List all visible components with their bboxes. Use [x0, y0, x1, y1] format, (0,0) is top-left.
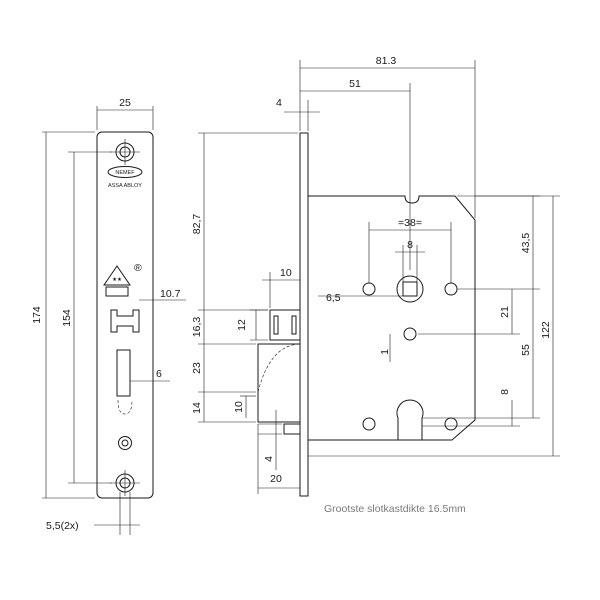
dim-cyl-8: 8	[422, 389, 520, 427]
dim-bolt-10: 10	[233, 395, 256, 418]
svg-text:10: 10	[280, 267, 292, 279]
svg-text:23: 23	[191, 362, 203, 374]
svg-text:21: 21	[499, 306, 511, 318]
svg-text:51: 51	[349, 78, 361, 90]
front-view: NEMEF ASSA ABLOY ★★ ®	[31, 97, 186, 535]
svg-text:12: 12	[236, 319, 248, 331]
svg-text:10: 10	[233, 401, 245, 413]
nemef-logo: NEMEF	[107, 166, 143, 178]
lock-case-outline	[308, 195, 476, 441]
svg-text:25: 25	[119, 97, 131, 109]
bolt-slot	[116, 349, 131, 397]
dim-left-14: 14	[191, 392, 256, 423]
dim-right-21: 21	[418, 288, 540, 335]
dim-width: 25	[96, 97, 154, 130]
dim-right-122: 122	[308, 195, 560, 457]
svg-text:1: 1	[379, 349, 391, 355]
bolt-swing-arc	[257, 343, 301, 393]
dim-side-offset: 10.7	[139, 288, 186, 301]
bolt-hook-outline	[117, 399, 133, 415]
dim-left-23: 23	[191, 344, 256, 393]
dim-spindle-8: 8	[395, 239, 425, 282]
dim-gap-65: 6,5	[318, 292, 403, 304]
dim-latch-10: 10	[262, 267, 300, 308]
dim-top-827: 82,7	[191, 132, 298, 310]
svg-text:16,3: 16,3	[191, 317, 203, 338]
svg-text:8: 8	[407, 239, 413, 251]
dim-bottom-20: 20	[257, 424, 300, 494]
dead-bolt	[257, 343, 301, 423]
dim-latch-12: 12	[236, 309, 268, 341]
bolt-hook	[283, 423, 301, 435]
svg-text:174: 174	[31, 306, 43, 324]
top-screw-hole	[110, 139, 140, 165]
dim-height-total: 174	[31, 131, 95, 499]
cylinder-hole	[396, 399, 424, 441]
middle-screw-hole	[118, 436, 132, 450]
company-label: ASSA ABLOY	[108, 183, 142, 189]
svg-text:5,5(2x): 5,5(2x)	[46, 520, 79, 532]
svg-text:20: 20	[270, 473, 282, 485]
skg-mark-icon: ★★ ®	[103, 262, 142, 297]
svg-text:=38=: =38=	[398, 217, 422, 229]
svg-text:14: 14	[191, 402, 203, 414]
center-hole	[403, 327, 417, 341]
dim-right-435: 43,5	[457, 195, 540, 289]
faceplate-outline	[96, 131, 154, 499]
brand-label: NEMEF	[115, 170, 135, 176]
svg-text:4: 4	[263, 456, 275, 462]
latch-bolt	[269, 309, 301, 341]
dim-spindle-38: =38=	[368, 217, 452, 283]
svg-text:43,5: 43,5	[520, 233, 532, 254]
dim-height-inner: 154	[61, 151, 112, 484]
svg-text:122: 122	[540, 321, 552, 339]
registered-mark: ®	[134, 262, 142, 274]
dim-backset: 51	[300, 78, 411, 270]
dim-faceplate: 4	[276, 97, 320, 131]
svg-text:★★: ★★	[112, 276, 122, 283]
svg-text:154: 154	[61, 309, 73, 327]
left-hole-top	[362, 282, 376, 296]
dim-bottom-holes: 5,5(2x)	[46, 492, 140, 535]
svg-text:6: 6	[156, 368, 162, 380]
side-view: 81.3 51 4 82,7 10 12	[191, 55, 560, 497]
right-hole-top	[444, 282, 458, 296]
svg-text:82,7: 82,7	[191, 214, 203, 235]
svg-text:8: 8	[499, 389, 511, 395]
dim-right-55: 55	[422, 289, 540, 419]
svg-text:55: 55	[520, 344, 532, 356]
dim-small-1: 1	[379, 334, 391, 362]
latch-slot	[110, 309, 140, 333]
caption: Grootste slotkastdikte 16.5mm	[324, 503, 466, 515]
dim-right-6: 6	[130, 368, 170, 382]
svg-text:10.7: 10.7	[160, 288, 181, 300]
dim-left-163: 16,3	[191, 309, 268, 345]
dim-bottom-4: 4	[258, 410, 282, 470]
bottom-screw-hole	[110, 470, 140, 496]
svg-text:81.3: 81.3	[376, 55, 397, 67]
dim-total-depth: 81.3	[299, 55, 476, 218]
svg-text:4: 4	[276, 97, 282, 109]
left-hole-bottom	[362, 417, 376, 431]
side-faceplate	[299, 132, 309, 497]
spindle-follower	[396, 275, 424, 303]
svg-text:6,5: 6,5	[326, 292, 341, 304]
right-hole-bottom	[444, 417, 458, 431]
